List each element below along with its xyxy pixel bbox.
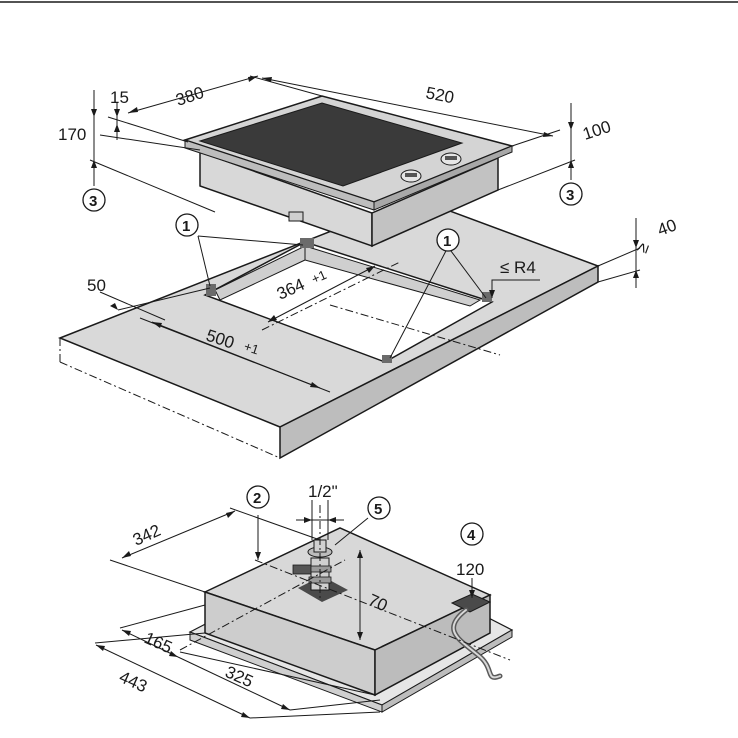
callout-circles: 3 3 1 1 2 5 4 xyxy=(82,182,583,546)
cutout-inner-right-wall xyxy=(304,245,482,307)
svg-text:1: 1 xyxy=(443,233,451,250)
hob-underside-connector xyxy=(288,211,304,222)
svg-text:5: 5 xyxy=(374,501,382,518)
clamp-bracket-front xyxy=(382,355,392,363)
dim-hob-width: 520 xyxy=(424,83,455,107)
dimension-lines-top xyxy=(89,75,641,393)
dim-counter-thickness: 40 xyxy=(655,215,679,239)
callout-2: 2 xyxy=(246,485,270,509)
dim-clearance-left: 170 xyxy=(58,125,86,144)
dim-443: 443 xyxy=(116,667,150,696)
dim-cable-length: 120 xyxy=(456,560,484,579)
dim-325: 325 xyxy=(222,662,256,691)
countertop xyxy=(57,197,600,460)
hob-top-frame-edge-right xyxy=(373,145,513,211)
dim-cutout-width-tol: +1 xyxy=(242,339,261,358)
dim-clearance-right: 100 xyxy=(580,117,613,144)
callout-1-left: 1 xyxy=(175,213,199,237)
svg-text:2: 2 xyxy=(253,490,261,507)
clamp-bracket-left xyxy=(206,284,216,296)
callout-5: 5 xyxy=(367,496,391,520)
dim-gas-thread: 1/2" xyxy=(308,482,338,501)
svg-text:3: 3 xyxy=(566,187,574,204)
dim-top-gap: 15 xyxy=(110,88,129,107)
gas-unit-box-right xyxy=(374,593,491,697)
control-knob-right xyxy=(440,152,462,166)
svg-text:4: 4 xyxy=(467,527,476,544)
gas-unit xyxy=(179,505,514,713)
ceramic-glass-panel xyxy=(198,102,464,187)
svg-text:3: 3 xyxy=(89,193,97,210)
dim-front-margin: 50 xyxy=(87,276,106,295)
callouts-top xyxy=(197,235,487,359)
callout-3-left: 3 xyxy=(82,188,106,212)
dim-corner-radius: ≤ R4 xyxy=(500,258,536,277)
dim-hob-depth: 380 xyxy=(173,83,206,110)
dimension-lines-bottom xyxy=(94,500,475,719)
control-knob-left xyxy=(400,169,422,183)
clamp-bracket-right xyxy=(482,292,492,302)
hob-unit xyxy=(182,95,515,248)
gas-unit-base-plate-edge-right xyxy=(381,629,513,713)
callout-4: 4 xyxy=(460,522,484,546)
dim-gas-offset: 342 xyxy=(130,521,164,550)
callout-3-right: 3 xyxy=(559,182,583,206)
dim-counter-ge: ≥ xyxy=(632,240,653,255)
callout-1-right: 1 xyxy=(436,228,460,252)
svg-text:1: 1 xyxy=(182,218,190,235)
clamp-bracket-back xyxy=(300,238,314,248)
dim-cutout-depth-tol: +1 xyxy=(309,267,329,287)
